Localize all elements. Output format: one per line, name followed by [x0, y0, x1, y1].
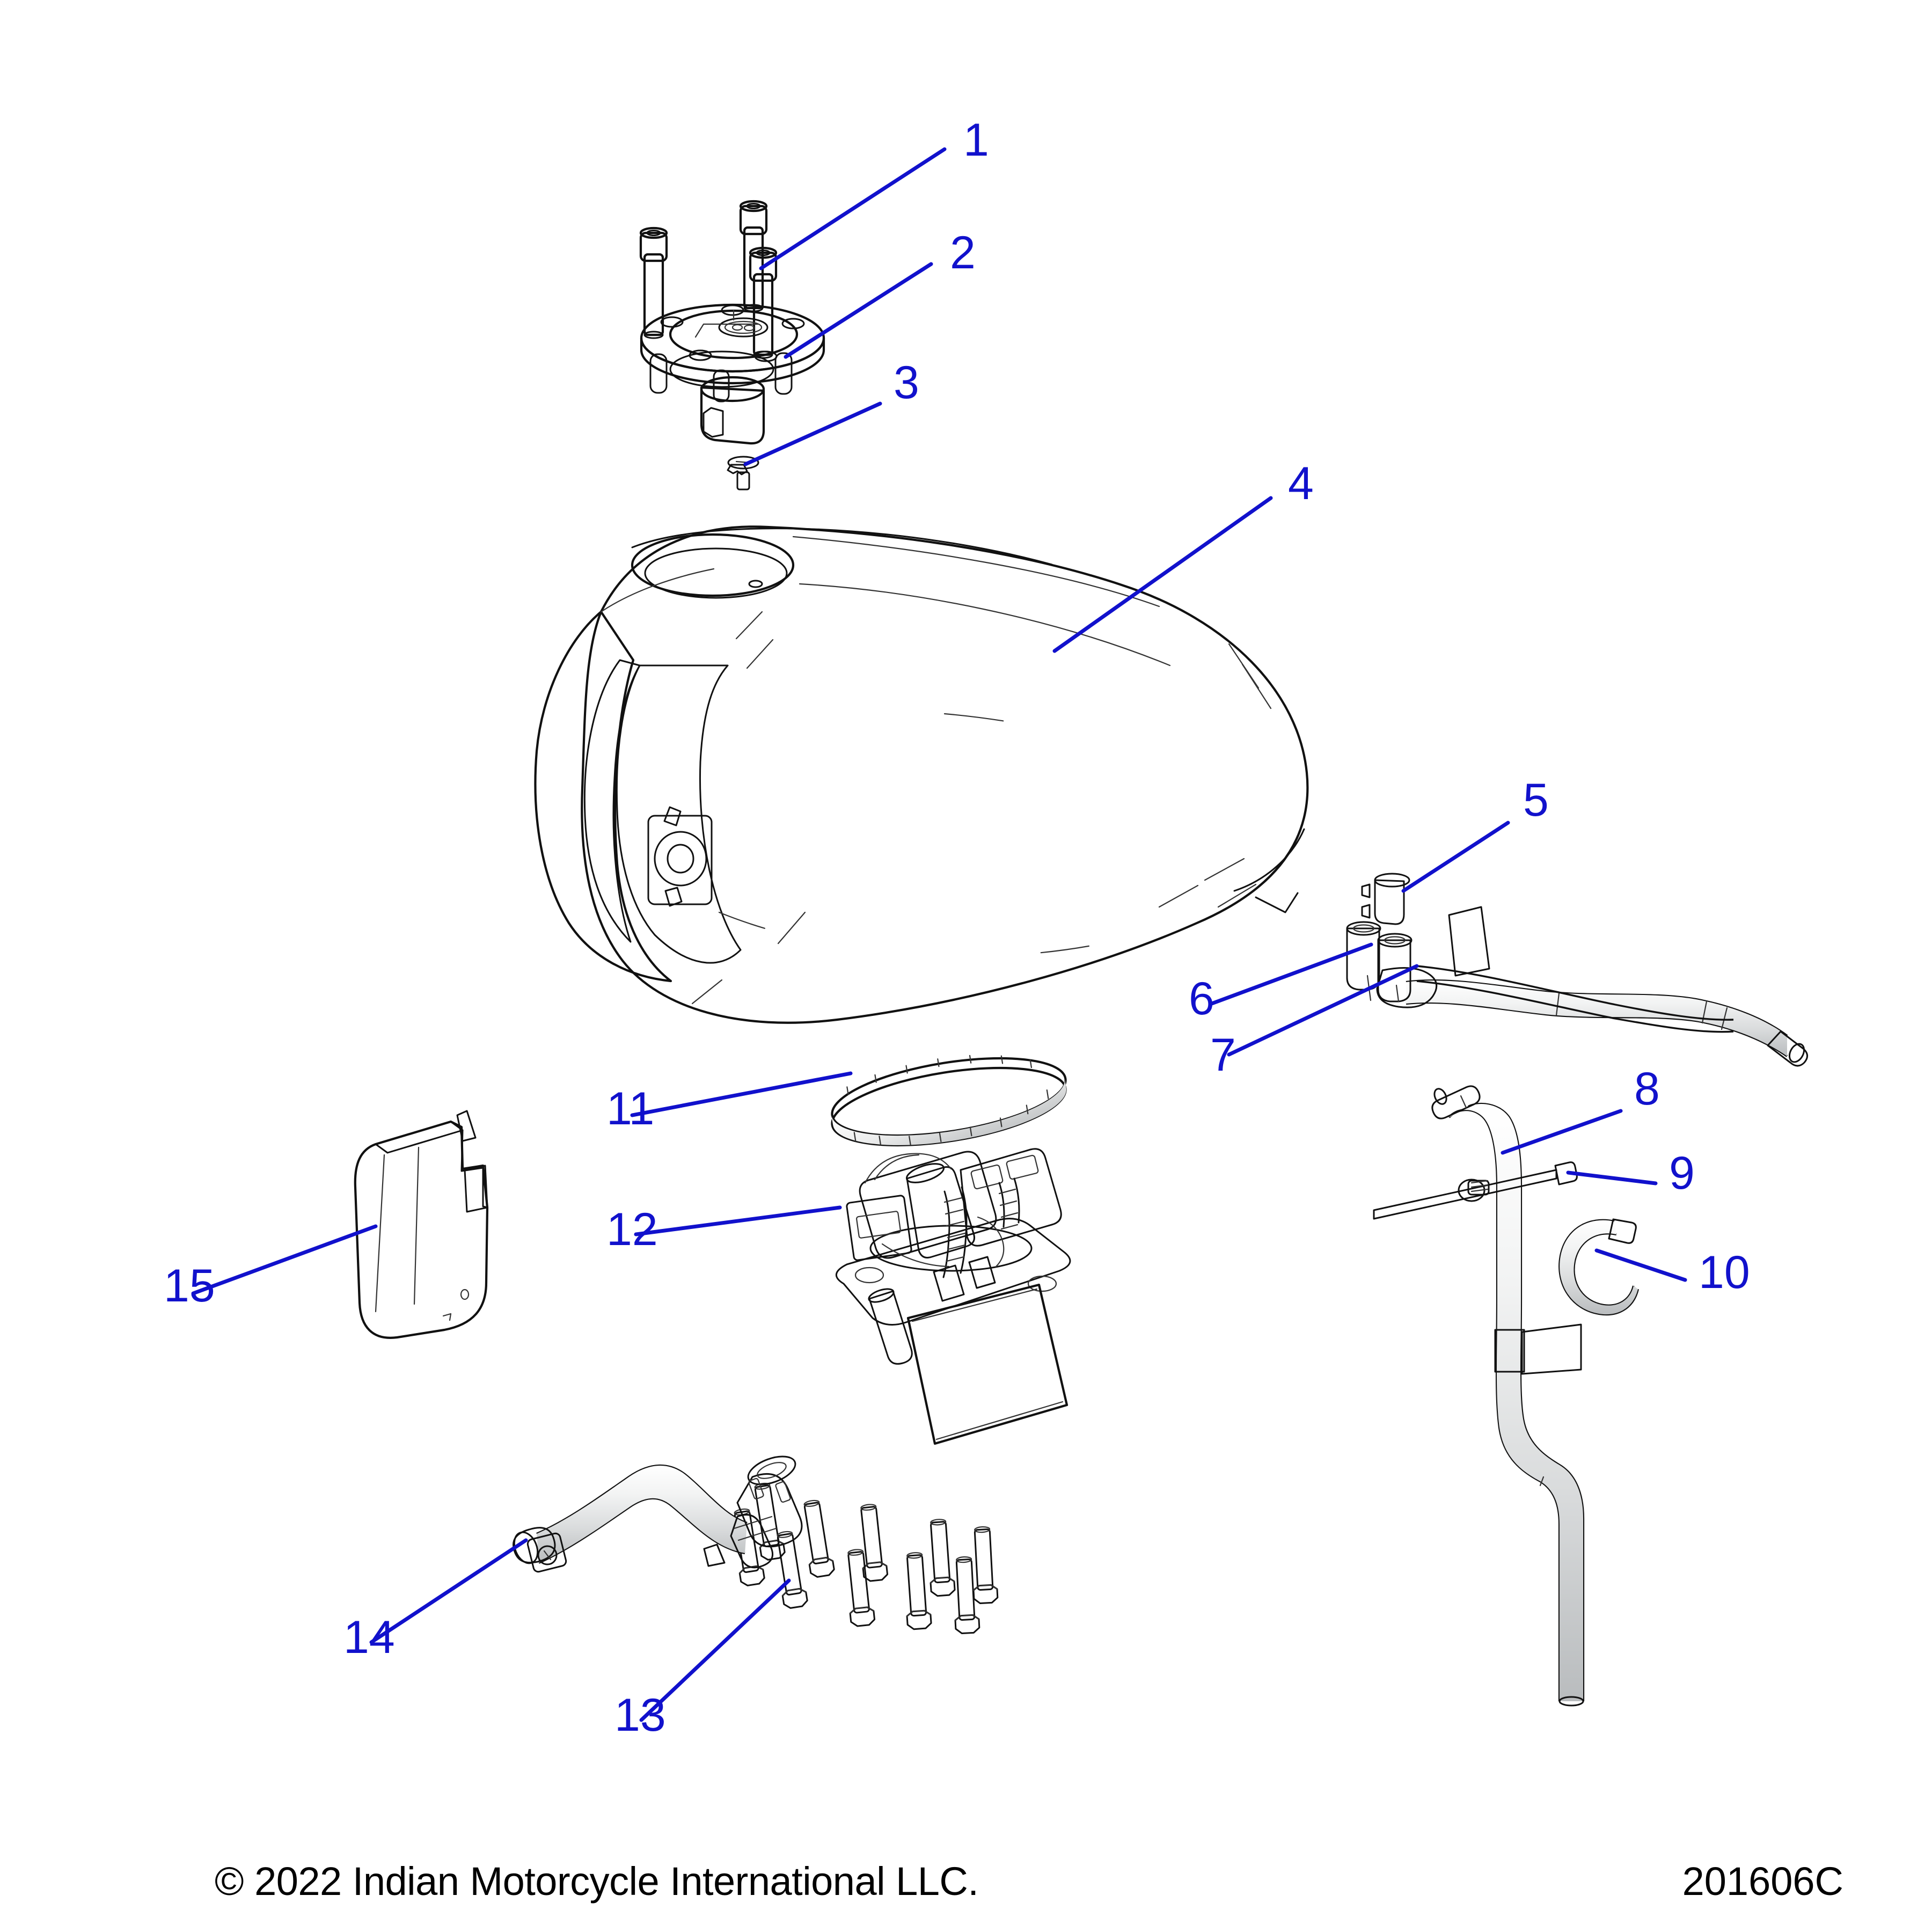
callout-leader-4	[1052, 496, 1273, 653]
callout-number-5: 5	[1523, 774, 1549, 826]
callout-number-6: 6	[1189, 973, 1214, 1024]
callout-number-15: 15	[164, 1260, 215, 1312]
callout-leader-10	[1594, 1248, 1687, 1282]
callout-number-10: 10	[1699, 1247, 1750, 1298]
callout-11: 11	[606, 1071, 853, 1135]
callout-leader-12	[634, 1205, 842, 1236]
bolt-9	[951, 1555, 980, 1635]
callout-2: 2	[784, 227, 976, 359]
callout-number-14: 14	[343, 1612, 395, 1663]
callout-leader-13	[639, 1578, 791, 1722]
bolt-5	[855, 1502, 889, 1583]
callout-leader-9	[1566, 1170, 1658, 1185]
part-push-rivet	[727, 456, 759, 491]
part-fuel-tank	[534, 525, 1309, 1024]
callout-14: 14	[343, 1538, 528, 1663]
callout-number-2: 2	[950, 227, 976, 279]
part-tube-clamp-loop	[1558, 1218, 1640, 1316]
callout-12: 12	[606, 1204, 842, 1255]
callout-leader-14	[369, 1538, 528, 1644]
part-tank-heat-shield	[354, 1110, 489, 1339]
callout-8: 8	[1501, 1063, 1660, 1155]
callout-leader-8	[1501, 1109, 1623, 1155]
bolt-4	[799, 1498, 836, 1579]
callout-number-8: 8	[1634, 1063, 1660, 1115]
part-fuel-pump-gasket-ring	[831, 1055, 1067, 1147]
part-fuel-cap-assembly	[640, 303, 825, 445]
part-hex-flange-bolts	[729, 1481, 999, 1635]
part-hose-clamp	[1361, 873, 1410, 925]
callout-number-1: 1	[963, 114, 989, 166]
callout-number-3: 3	[894, 357, 919, 408]
sheet-footer: © 2022 Indian Motorcycle International L…	[0, 1819, 1932, 1932]
callout-5: 5	[1401, 774, 1549, 893]
copyright-notice: © 2022 Indian Motorcycle International L…	[215, 1859, 979, 1904]
part-cable-tie	[1373, 1161, 1578, 1220]
callout-leader-5	[1401, 821, 1510, 893]
callout-7: 7	[1210, 964, 1419, 1081]
callout-number-13: 13	[614, 1689, 666, 1741]
callout-leader-7	[1227, 964, 1419, 1057]
bolt-6	[843, 1547, 876, 1628]
part-number-label: 201606C	[1682, 1859, 1843, 1904]
bolt-10	[969, 1525, 999, 1605]
callout-leader-1	[759, 147, 947, 270]
part-fuel-line-assembly	[1346, 906, 1808, 1067]
callout-10: 10	[1594, 1247, 1750, 1298]
callout-number-12: 12	[606, 1204, 658, 1255]
callout-9: 9	[1566, 1147, 1695, 1199]
callout-leader-3	[743, 401, 882, 466]
bolt-8	[925, 1518, 956, 1597]
callout-leader-2	[784, 262, 933, 359]
callout-3: 3	[743, 357, 919, 466]
callout-15: 15	[164, 1224, 378, 1312]
callout-4: 4	[1052, 458, 1314, 653]
callout-leader-15	[191, 1224, 378, 1296]
part-fuel-pump-assembly	[836, 1148, 1071, 1445]
callout-number-11: 11	[606, 1083, 654, 1135]
callout-number-4: 4	[1288, 458, 1314, 509]
part-fuel-vent-tube	[1431, 1085, 1585, 1707]
callout-leader-6	[1210, 942, 1373, 1006]
part-fuel-supply-hose	[513, 1455, 803, 1573]
callout-1: 1	[759, 114, 989, 270]
vent-line-connector	[1346, 921, 1413, 1002]
callout-number-9: 9	[1669, 1147, 1695, 1199]
callout-leader-11	[630, 1071, 853, 1117]
callout-number-7: 7	[1210, 1029, 1236, 1081]
bolt-7	[902, 1551, 933, 1630]
callout-6: 6	[1189, 942, 1373, 1024]
callout-13: 13	[614, 1578, 791, 1741]
